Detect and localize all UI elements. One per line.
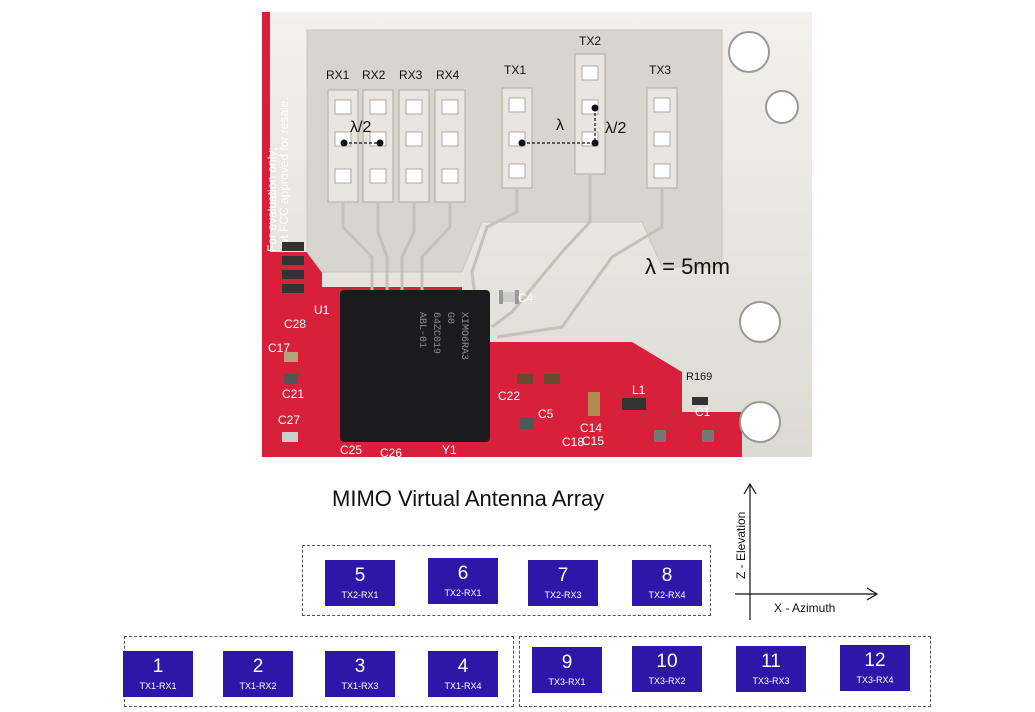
virtual-antenna-2: 2 TX1-RX2 xyxy=(223,651,293,697)
silk-u1: U1 xyxy=(314,303,330,317)
cell-pair-label: TX1-RX1 xyxy=(123,680,193,692)
mounting-hole xyxy=(740,402,780,442)
cell-pair-label: TX2-RX1 xyxy=(325,589,395,601)
svg-text:64ZC019: 64ZC019 xyxy=(430,312,441,354)
cell-pair-label: TX2-RX1 xyxy=(428,587,498,599)
svg-text:not FCC approved for resale.: not FCC approved for resale. xyxy=(277,97,291,252)
virtual-antenna-1: 1 TX1-RX1 xyxy=(123,651,193,697)
rx2-label: RX2 xyxy=(362,68,386,82)
tx3-label: TX3 xyxy=(649,63,671,77)
virtual-antenna-6: 6 TX2-RX1 xyxy=(428,558,498,604)
silk-c4: C4 xyxy=(518,291,534,305)
half-lambda-rx-label: λ/2 xyxy=(350,119,371,136)
silk-c25: C25 xyxy=(340,443,362,457)
cell-number: 3 xyxy=(325,656,395,678)
diagram-title: MIMO Virtual Antenna Array xyxy=(332,486,604,512)
silk-c27: C27 xyxy=(278,413,300,427)
mounting-hole xyxy=(740,302,780,342)
cell-number: 12 xyxy=(840,650,910,672)
silk-c15: C15 xyxy=(582,434,604,448)
silk-c22: C22 xyxy=(498,389,520,403)
virtual-antenna-9: 9 TX3-RX1 xyxy=(532,647,602,693)
axes: Z - Elevation X - Azimuth xyxy=(725,478,895,628)
silk-r169: R169 xyxy=(686,371,712,383)
cell-pair-label: TX3-RX2 xyxy=(632,675,702,687)
x-axis-label: X - Azimuth xyxy=(774,601,835,615)
tx2-label: TX2 xyxy=(579,34,601,48)
cell-pair-label: TX3-RX1 xyxy=(532,676,602,688)
silk-c26: C26 xyxy=(380,446,402,457)
silk-c17: C17 xyxy=(268,341,290,355)
antenna-board-photo: RX1 RX2 RX3 RX4 TX1 TX2 TX3 λ/2 λ λ/2 λ … xyxy=(262,12,812,457)
cell-number: 6 xyxy=(428,563,498,585)
cell-pair-label: TX3-RX4 xyxy=(840,674,910,686)
virtual-antenna-10: 10 TX3-RX2 xyxy=(632,646,702,692)
mounting-hole xyxy=(766,91,798,123)
cell-number: 7 xyxy=(528,565,598,587)
virtual-antenna-7: 7 TX2-RX3 xyxy=(528,560,598,606)
virtual-antenna-4: 4 TX1-RX4 xyxy=(428,651,498,697)
cell-pair-label: TX1-RX3 xyxy=(325,680,395,692)
lambda-tx-label: λ xyxy=(556,117,564,134)
cell-number: 10 xyxy=(632,651,702,673)
cell-number: 11 xyxy=(736,651,806,673)
z-axis-label: Z - Elevation xyxy=(734,512,748,579)
cell-pair-label: TX1-RX4 xyxy=(428,680,498,692)
cell-pair-label: TX2-RX4 xyxy=(632,589,702,601)
silk-c28: C28 xyxy=(284,317,306,331)
silk-c21: C21 xyxy=(282,387,304,401)
cell-number: 9 xyxy=(532,652,602,674)
silk-l1: L1 xyxy=(632,383,646,397)
rx1-label: RX1 xyxy=(326,68,350,82)
silk-c1: C1 xyxy=(695,405,711,419)
virtual-antenna-5: 5 TX2-RX1 xyxy=(325,560,395,606)
virtual-antenna-12: 12 TX3-RX4 xyxy=(840,645,910,691)
svg-text:G0: G0 xyxy=(444,312,455,324)
lambda-value-label: λ = 5mm xyxy=(645,254,730,279)
virtual-antenna-11: 11 TX3-RX3 xyxy=(736,646,806,692)
rx4-label: RX4 xyxy=(436,68,460,82)
cell-number: 2 xyxy=(223,656,293,678)
virtual-antenna-3: 3 TX1-RX3 xyxy=(325,651,395,697)
silk-c14: C14 xyxy=(580,421,602,435)
cell-pair-label: TX2-RX3 xyxy=(528,589,598,601)
svg-text:ABL-01: ABL-01 xyxy=(416,312,427,348)
svg-text:XIMO6RA3: XIMO6RA3 xyxy=(458,312,469,360)
rx3-label: RX3 xyxy=(399,68,423,82)
half-lambda-tx2-label: λ/2 xyxy=(605,120,626,137)
virtual-antenna-8: 8 TX2-RX4 xyxy=(632,560,702,606)
mounting-hole xyxy=(729,32,769,72)
cell-number: 4 xyxy=(428,656,498,678)
cell-pair-label: TX3-RX3 xyxy=(736,675,806,687)
cell-number: 8 xyxy=(632,565,702,587)
silk-c5: C5 xyxy=(538,407,554,421)
cell-number: 5 xyxy=(325,565,395,587)
silk-y1: Y1 xyxy=(442,443,457,457)
cell-pair-label: TX1-RX2 xyxy=(223,680,293,692)
cell-number: 1 xyxy=(123,656,193,678)
tx1-label: TX1 xyxy=(504,63,526,77)
silk-c18: C18 xyxy=(562,435,584,449)
